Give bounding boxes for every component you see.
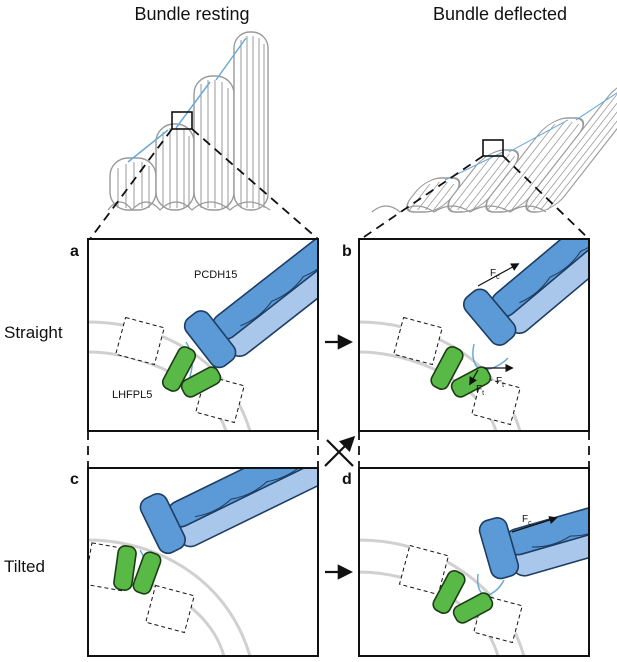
dashed-protein-outline — [115, 316, 165, 366]
tip-link-2 — [175, 81, 211, 129]
panel-d: d Fc — [342, 467, 590, 657]
right-column-title: Bundle deflected — [433, 4, 567, 24]
pcdh15-deflected — [478, 490, 589, 580]
lhfpl5 — [161, 346, 222, 398]
panel-c-frame — [87, 467, 319, 657]
pcdh15-tilted — [139, 468, 318, 555]
panel-b: b Fc Ft Ft — [342, 238, 590, 432]
tip-link-3 — [215, 37, 247, 81]
resting-hair-bundle — [107, 31, 271, 211]
force-arrow-c — [477, 263, 520, 287]
stereocilium-row-4 — [233, 31, 269, 211]
force-label-c: Fc — [490, 268, 500, 281]
lhfpl5-tilted — [113, 545, 162, 595]
row-label-straight: Straight — [4, 323, 63, 342]
row-label-tilted: Tilted — [4, 557, 45, 576]
panel-a-letter: a — [70, 243, 79, 260]
lhfpl5-deflected — [432, 570, 494, 624]
force-arrow-c-d — [511, 516, 558, 533]
force-label-t-down: Ft — [476, 384, 484, 397]
label-lhfpl5: LHFPL5 — [112, 389, 152, 401]
panel-c: c — [70, 467, 319, 657]
panel-b-frame — [358, 238, 590, 432]
panel-c-letter: c — [70, 471, 79, 488]
force-arrow-t-down — [469, 369, 479, 386]
panel-a-frame — [87, 238, 319, 432]
cross-arrows — [324, 435, 356, 467]
force-label-c-d: Fc — [522, 514, 532, 527]
stereocilium-row-2 — [155, 123, 195, 211]
tip-link-1 — [127, 129, 169, 163]
left-column-title: Bundle resting — [134, 4, 249, 24]
zoom-lines — [87, 128, 590, 468]
panel-d-frame — [358, 467, 590, 657]
deflected-hair-bundle — [371, 79, 617, 213]
pcdh15-stretched — [462, 239, 589, 346]
label-pcdh15: PCDH15 — [194, 269, 237, 281]
zoom-box-deflected — [482, 139, 504, 157]
panel-b-letter: b — [342, 243, 352, 260]
zoom-box-resting — [171, 111, 193, 130]
panel-a: a PCDH15 LHFPL5 — [70, 238, 319, 432]
panel-d-letter: d — [342, 471, 352, 488]
force-label-t: Ft — [496, 376, 504, 389]
pcdh15 — [183, 239, 318, 369]
